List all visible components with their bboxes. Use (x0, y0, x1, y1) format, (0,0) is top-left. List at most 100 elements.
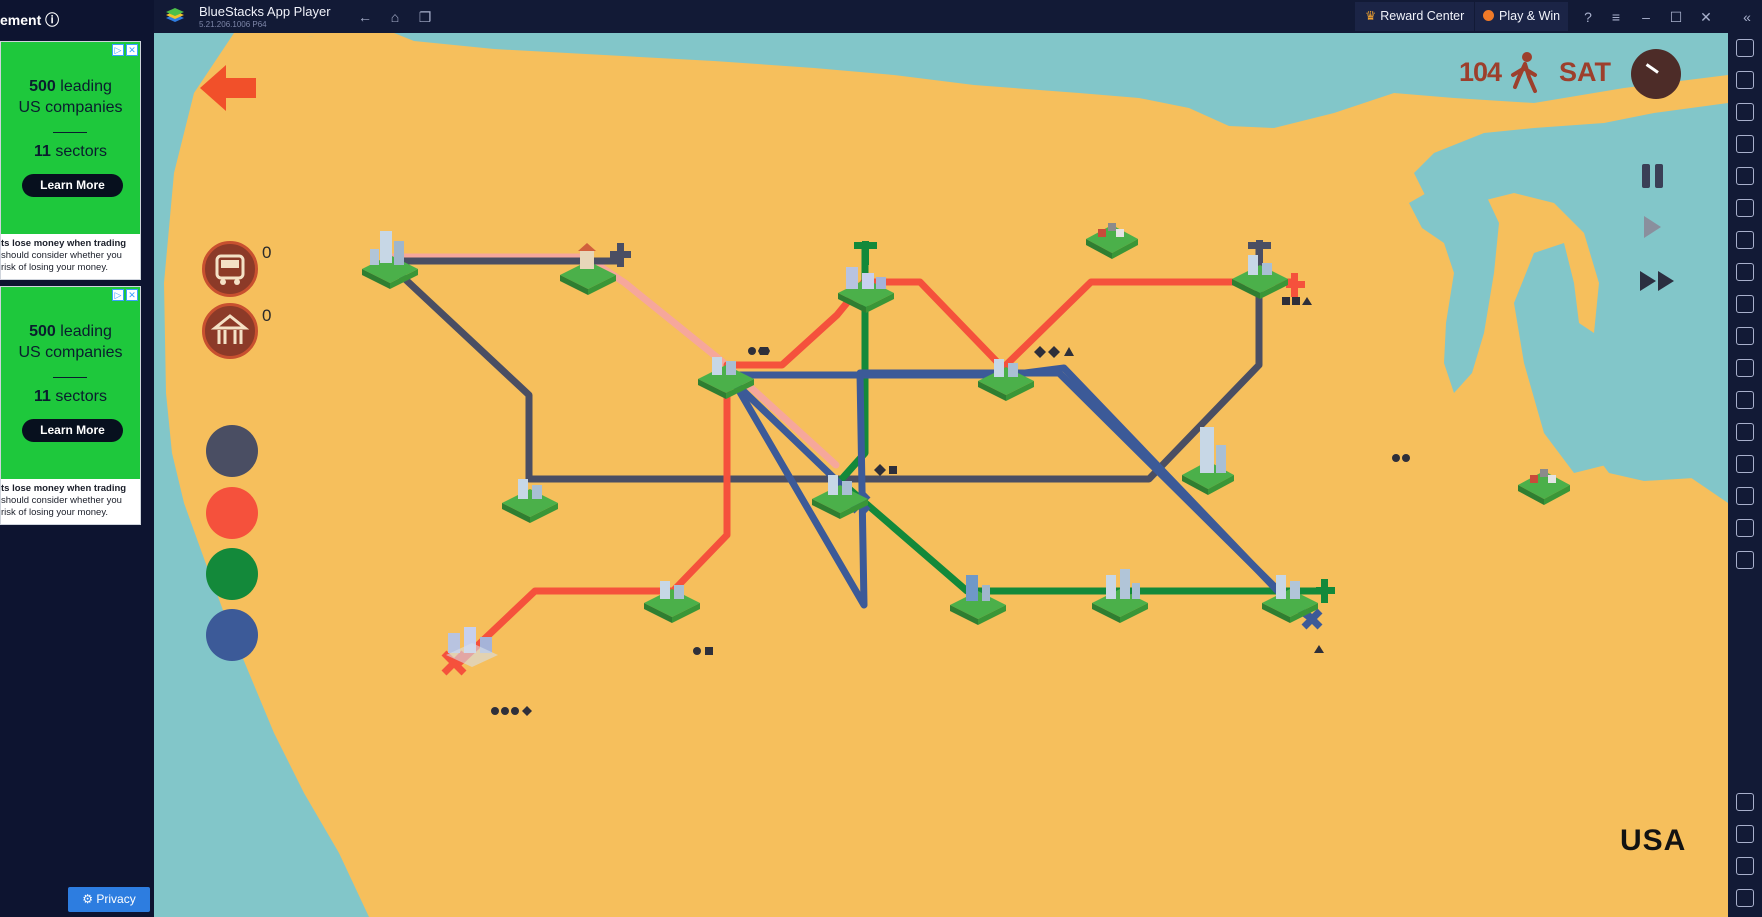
play-and-win-button[interactable]: Play & Win (1475, 2, 1569, 31)
home-icon[interactable]: ⌂ (390, 9, 400, 25)
station-los-angeles (446, 627, 498, 667)
volume-icon[interactable] (1736, 71, 1754, 89)
keyboard-icon[interactable] (1736, 135, 1754, 153)
eco-mode-icon[interactable] (1736, 455, 1754, 473)
line-blue-diag (726, 374, 864, 507)
lake-erie (1594, 418, 1728, 481)
stations (362, 223, 1570, 667)
station-billings (838, 267, 894, 313)
back-arrow-icon[interactable] (200, 63, 260, 113)
ad-banner[interactable]: ▷✕ 500 leading US companies 11 sectors L… (1, 287, 140, 479)
multi-instance-icon[interactable] (1736, 423, 1754, 441)
recent-apps-icon[interactable] (1736, 889, 1754, 907)
apk-icon[interactable] (1736, 263, 1754, 281)
settings-icon[interactable] (1736, 793, 1754, 811)
adchoices-icon[interactable]: ▷ (112, 44, 124, 56)
airplane-mode-icon[interactable] (1736, 391, 1754, 409)
back-icon[interactable]: ← (358, 9, 372, 25)
station-minneapolis (1232, 255, 1288, 299)
station-boise (698, 357, 754, 399)
location-icon[interactable] (1736, 487, 1754, 505)
bus-icon (215, 254, 245, 285)
station-thunder-bay (1086, 223, 1138, 259)
collapse-sidebar-icon[interactable]: « (1743, 9, 1751, 25)
passenger-count: 104 (1459, 57, 1502, 87)
capture-icon[interactable] (1736, 327, 1754, 345)
gamepad-icon[interactable] (1736, 231, 1754, 249)
ad-line-1: 500 leading (29, 78, 112, 95)
transit-map[interactable] (154, 33, 1728, 917)
station-milwaukee (1182, 427, 1234, 495)
reward-center-button[interactable]: ♛Reward Center (1355, 2, 1475, 31)
maximize-icon[interactable]: ☐ (1669, 9, 1683, 25)
ad-choices-icons[interactable]: ▷✕ (112, 289, 138, 301)
privacy-button[interactable]: ⚙ Privacy (68, 887, 150, 912)
region-label: USA (1620, 824, 1687, 857)
station-icon (210, 314, 250, 344)
waiting-passengers (491, 297, 1410, 716)
play-button[interactable] (1644, 216, 1661, 238)
multi-window-icon[interactable]: ❐ (418, 9, 432, 25)
lake-michigan (1409, 183, 1499, 393)
rotate-icon[interactable] (1736, 199, 1754, 217)
learn-more-button[interactable]: Learn More (22, 419, 123, 442)
ad-line-2: US companies (18, 99, 123, 116)
station-denver (812, 475, 868, 519)
fast-forward-button[interactable] (1638, 269, 1678, 293)
line-swatch-blue[interactable] (206, 609, 258, 661)
close-icon[interactable]: ✕ (126, 289, 138, 301)
station-seattle (362, 231, 418, 289)
ad-line-3: 11 sectors (34, 388, 107, 405)
station-st-louis (1262, 575, 1318, 623)
title-bar: BlueStacks App Player 5.21.206.1006 P64 … (154, 0, 1762, 33)
fullscreen-icon[interactable] (1736, 39, 1754, 57)
bluestacks-logo-icon (166, 8, 184, 22)
help-icon[interactable]: ? (1584, 9, 1592, 25)
ad-banner[interactable]: ▷✕ 500 leading US companies 11 sectors L… (1, 42, 140, 234)
app-version: 5.21.206.1006 P64 (199, 20, 267, 29)
terminus-green (862, 241, 869, 265)
close-window-icon[interactable]: ✕ (1700, 9, 1712, 25)
station-counter-button[interactable] (202, 303, 258, 359)
ad-choices-icons[interactable]: ▷✕ (112, 44, 138, 56)
station-bismarck (978, 359, 1034, 401)
ad-card[interactable]: ▷✕ 500 leading US companies 11 sectors L… (0, 41, 141, 280)
ad-header: ement ⓘ (0, 12, 60, 28)
bus-count: 0 (262, 243, 272, 262)
clock-icon[interactable] (1631, 49, 1681, 99)
station-phoenix (644, 581, 700, 623)
coin-icon (1483, 10, 1494, 21)
performance-icon[interactable] (1736, 551, 1754, 569)
learn-more-button[interactable]: Learn More (22, 174, 123, 197)
pause-button[interactable] (1642, 164, 1666, 188)
screenshot-icon[interactable] (1736, 295, 1754, 313)
ad-disclaimer: ts lose money when trading should consid… (1, 483, 127, 518)
info-icon[interactable]: ⓘ (45, 12, 60, 28)
close-icon[interactable]: ✕ (126, 44, 138, 56)
terminus-grey (1256, 240, 1263, 264)
android-back-icon[interactable] (1736, 825, 1754, 843)
ad-line-3: 11 sectors (34, 143, 107, 160)
layers-icon[interactable] (1736, 519, 1754, 537)
minimize-icon[interactable]: – (1642, 9, 1650, 25)
android-home-icon[interactable] (1736, 857, 1754, 875)
menu-icon[interactable]: ≡ (1611, 9, 1621, 25)
macro-icon[interactable] (1736, 167, 1754, 185)
line-swatch-green[interactable] (206, 548, 258, 600)
line-swatch-grey[interactable] (206, 425, 258, 477)
ad-card[interactable]: ▷✕ 500 leading US companies 11 sectors L… (0, 286, 141, 525)
station-kansas-city (1092, 569, 1148, 623)
station-count: 0 (262, 306, 272, 325)
line-red (453, 278, 1298, 669)
screen-record-icon[interactable] (1736, 103, 1754, 121)
media-folder-icon[interactable] (1736, 359, 1754, 377)
ad-line-2: US companies (18, 344, 123, 361)
ad-disclaimer: ts lose money when trading should consid… (1, 238, 127, 273)
line-blue-main (722, 364, 1298, 612)
line-swatch-red[interactable] (206, 487, 258, 539)
adchoices-icon[interactable]: ▷ (112, 289, 124, 301)
bus-counter-button[interactable] (202, 241, 258, 297)
station-spokane (560, 243, 616, 295)
sidebar-ad-column: ement ⓘ ▷✕ 500 leading US companies 11 s… (0, 0, 154, 917)
game-viewport[interactable]: 0 0 104 SAT USA (154, 33, 1728, 917)
